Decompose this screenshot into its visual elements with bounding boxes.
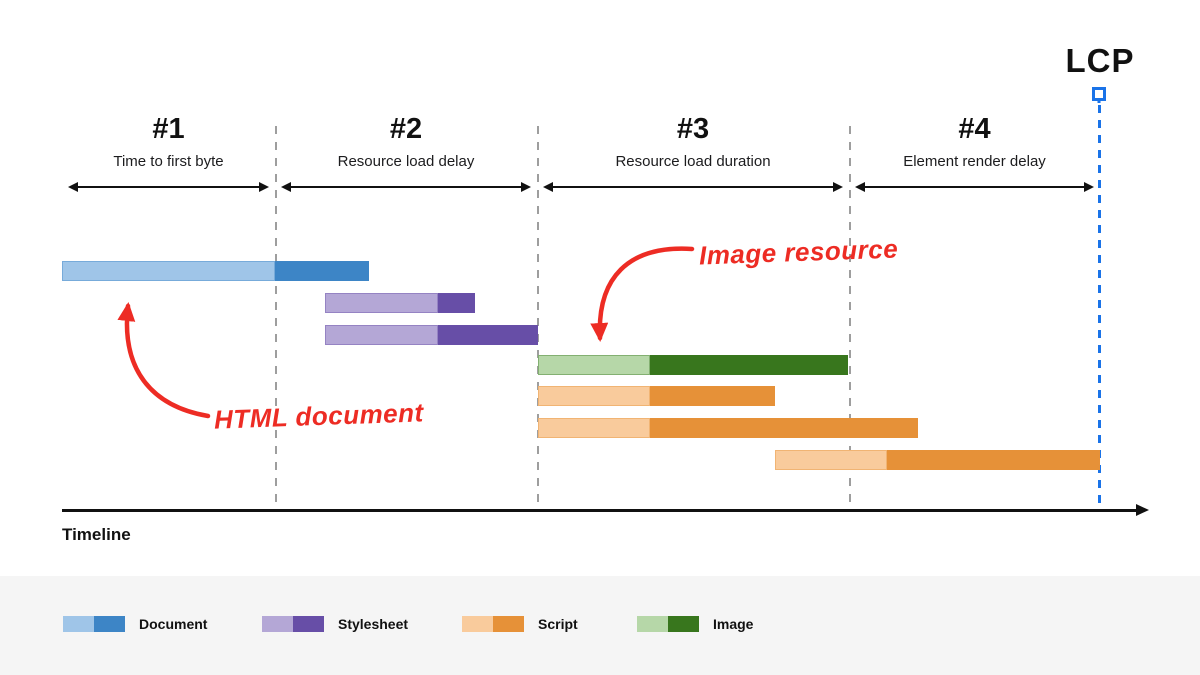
image-resource-annotation: Image resource: [698, 233, 899, 271]
stylesheet-bar-dark-segment: [438, 325, 538, 345]
legend-item-image: Image: [637, 616, 753, 632]
phase-number: #3: [676, 113, 710, 145]
stylesheet-bar-light-segment: [325, 293, 438, 313]
legend-footer: Document Stylesheet Script Image: [0, 576, 1200, 675]
document-bar-light-segment: [62, 261, 275, 281]
phase-label: Time to first byte: [113, 153, 224, 170]
document-swatch-icon: [63, 616, 125, 632]
legend-item-stylesheet: Stylesheet: [262, 616, 408, 632]
script-bar-dark-segment: [650, 418, 918, 438]
phase-label: Resource load duration: [615, 153, 771, 170]
document-bar-dark-segment: [275, 261, 369, 281]
legend-item-script: Script: [462, 616, 578, 632]
script-swatch-icon: [462, 616, 524, 632]
script-bar: [538, 418, 918, 438]
stylesheet-bar-light-segment: [325, 325, 438, 345]
legend-label: Image: [713, 616, 754, 632]
script-bar-light-segment: [775, 450, 887, 470]
legend-item-document: Document: [63, 616, 207, 632]
image-resource-arrow: [590, 246, 695, 342]
phase-label: Element render delay: [903, 153, 1046, 170]
double-arrow-icon: [855, 182, 1094, 192]
legend-label: Document: [139, 616, 208, 632]
stylesheet-bar: [325, 325, 538, 345]
legend-label: Stylesheet: [338, 616, 409, 632]
lcp-marker-icon: [1092, 87, 1106, 101]
script-bar-dark-segment: [887, 450, 1100, 470]
stylesheet-bar-dark-segment: [438, 293, 475, 313]
image-bar-light-segment: [538, 355, 650, 375]
stylesheet-bar: [325, 293, 475, 313]
phase-header-3: #3 Resource load duration: [542, 114, 844, 196]
timeline-axis: [62, 504, 1149, 516]
double-arrow-icon: [543, 182, 843, 192]
image-bar-dark-segment: [650, 355, 848, 375]
script-bar-dark-segment: [650, 386, 775, 406]
stylesheet-swatch-icon: [262, 616, 324, 632]
phase-header-1: #1 Time to first byte: [67, 114, 270, 196]
phase-label: Resource load delay: [337, 153, 475, 170]
phase-divider-2: [537, 126, 539, 512]
double-arrow-icon: [281, 182, 531, 192]
image-bar: [538, 355, 848, 375]
html-document-annotation: HTML document: [213, 397, 425, 435]
image-swatch-icon: [637, 616, 699, 632]
script-bar-light-segment: [538, 386, 650, 406]
timeline-label: Timeline: [62, 525, 131, 544]
script-bar: [538, 386, 775, 406]
phase-divider-3: [849, 126, 851, 512]
double-arrow-icon: [68, 182, 269, 192]
phase-header-4: #4 Element render delay: [854, 114, 1095, 196]
script-bar-light-segment: [538, 418, 650, 438]
phase-number: #1: [152, 113, 185, 145]
script-bar: [775, 450, 1100, 470]
phase-number: #4: [958, 113, 991, 145]
phase-divider-1: [275, 126, 277, 512]
phase-header-2: #2 Resource load delay: [280, 114, 532, 196]
html-document-arrow: [117, 302, 211, 419]
lcp-dashed-line: [1098, 105, 1101, 512]
phase-number: #2: [389, 113, 423, 145]
lcp-title: LCP: [1065, 42, 1135, 79]
legend-label: Script: [538, 616, 578, 632]
document-bar: [62, 261, 369, 281]
